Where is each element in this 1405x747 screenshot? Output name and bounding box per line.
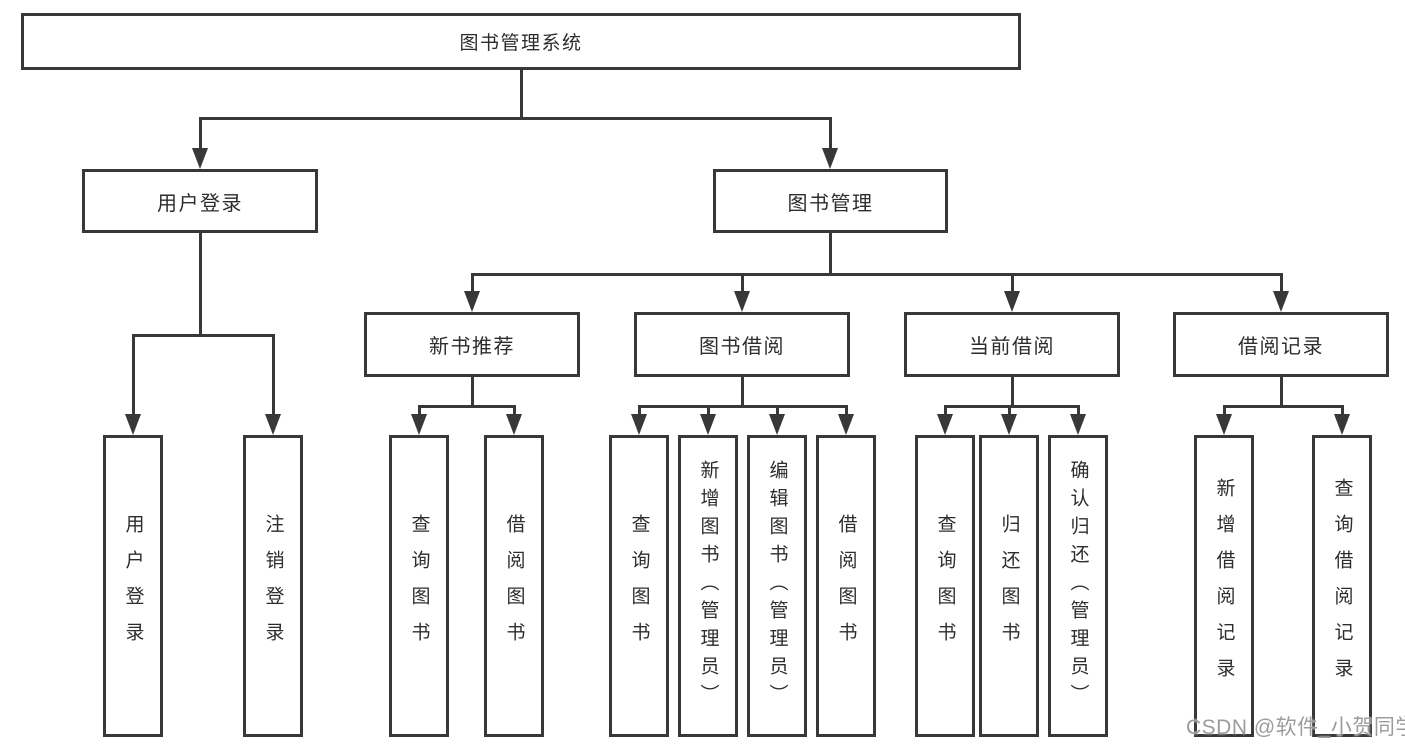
connector-records-stem	[1279, 377, 1283, 408]
leaf-add-books-admin-label: 新增图书（管理员）	[697, 460, 719, 712]
leaf-query-books-borrow-label: 查询图书	[628, 514, 650, 658]
node-current-borrow: 当前借阅	[904, 312, 1120, 377]
arrow-down-icon	[464, 291, 480, 312]
connector-bookmgmt-stem	[828, 233, 832, 276]
arrow-down-icon	[411, 414, 427, 435]
leaf-borrow-books: 借阅图书	[816, 435, 876, 737]
connector-records-drop1	[1222, 407, 1226, 417]
connector-records-drop2	[1340, 407, 1344, 417]
leaf-logout-label: 注销登录	[262, 514, 284, 658]
arrow-down-icon	[1001, 414, 1017, 435]
leaf-edit-books-admin-label: 编辑图书（管理员）	[766, 460, 788, 712]
arrow-down-icon	[1273, 291, 1289, 312]
node-book-management-label: 图书管理	[787, 192, 874, 215]
connector-userlogin-drop1	[131, 336, 135, 417]
connector-l3-drop4	[1279, 275, 1283, 295]
connector-current-drop3	[1076, 407, 1080, 417]
arrow-down-icon	[822, 148, 838, 169]
arrow-down-icon	[1334, 414, 1350, 435]
connector-l3-drop1	[470, 275, 474, 295]
node-root: 图书管理系统	[21, 13, 1021, 70]
arrow-down-icon	[506, 414, 522, 435]
connector-recommend-drop1	[417, 407, 421, 417]
node-current-borrow-label: 当前借阅	[969, 336, 1055, 358]
connector-current-stem	[1010, 377, 1014, 408]
node-new-book-recommend: 新书推荐	[364, 312, 580, 377]
arrow-down-icon	[631, 414, 647, 435]
arrow-down-icon	[838, 414, 854, 435]
connector-records-hline	[1222, 405, 1344, 408]
arrow-down-icon	[1216, 414, 1232, 435]
connector-borrow-stem	[740, 377, 744, 408]
leaf-return-books-label: 归还图书	[998, 514, 1020, 658]
connector-current-hline	[943, 405, 1080, 408]
node-book-management: 图书管理	[713, 169, 948, 233]
connector-userlogin-hline	[131, 334, 275, 337]
node-user-login: 用户登录	[82, 169, 318, 233]
leaf-query-books-recommend: 查询图书	[389, 435, 449, 737]
leaf-edit-books-admin: 编辑图书（管理员）	[747, 435, 807, 737]
connector-borrow-drop1	[637, 407, 641, 417]
node-book-borrow: 图书借阅	[634, 312, 850, 377]
connector-borrow-hline	[637, 405, 848, 408]
leaf-query-books-current-label: 查询图书	[934, 514, 956, 658]
node-user-login-label: 用户登录	[157, 192, 243, 215]
csdn-watermark: CSDN @软件_小贺同学	[1186, 716, 1405, 739]
leaf-borrow-books-recommend-label: 借阅图书	[503, 514, 525, 658]
connector-recommend-stem	[470, 377, 474, 408]
leaf-borrow-books-recommend: 借阅图书	[484, 435, 544, 737]
leaf-confirm-return-admin-label: 确认归还（管理员）	[1067, 460, 1089, 712]
leaf-borrow-books-label: 借阅图书	[835, 514, 857, 658]
connector-l3-drop2	[740, 275, 744, 295]
arrow-down-icon	[1004, 291, 1020, 312]
node-new-book-recommend-label: 新书推荐	[429, 336, 515, 358]
node-borrow-records-label: 借阅记录	[1238, 336, 1324, 358]
leaf-logout: 注销登录	[243, 435, 303, 737]
connector-current-drop1	[943, 407, 947, 417]
connector-l3-drop3	[1010, 275, 1014, 295]
node-borrow-records: 借阅记录	[1173, 312, 1389, 377]
leaf-query-books-current: 查询图书	[915, 435, 975, 737]
connector-recommend-hline	[417, 405, 516, 408]
arrow-down-icon	[125, 414, 141, 435]
connector-current-drop2	[1007, 407, 1011, 417]
connector-borrow-drop3	[775, 407, 779, 417]
connector-root-drop-right	[828, 119, 832, 151]
connector-root-drop-left	[198, 119, 202, 151]
leaf-add-books-admin: 新增图书（管理员）	[678, 435, 738, 737]
connector-recommend-drop2	[512, 407, 516, 417]
arrow-down-icon	[734, 291, 750, 312]
arrow-down-icon	[769, 414, 785, 435]
node-root-label: 图书管理系统	[459, 33, 583, 54]
connector-root-stem	[519, 69, 523, 119]
connector-userlogin-drop2	[271, 336, 275, 417]
connector-bookmgmt-hline	[470, 273, 1283, 276]
connector-borrow-drop2	[706, 407, 710, 417]
leaf-query-books-borrow: 查询图书	[609, 435, 669, 737]
arrow-down-icon	[937, 414, 953, 435]
connector-userlogin-stem	[198, 233, 202, 336]
leaf-user-login-label: 用户登录	[122, 514, 144, 658]
connector-root-hline	[198, 117, 832, 120]
arrow-down-icon	[700, 414, 716, 435]
leaf-query-books-recommend-label: 查询图书	[408, 514, 430, 658]
leaf-add-borrow-record: 新增借阅记录	[1194, 435, 1254, 737]
leaf-return-books: 归还图书	[979, 435, 1039, 737]
connector-borrow-drop4	[844, 407, 848, 417]
arrow-down-icon	[265, 414, 281, 435]
node-book-borrow-label: 图书借阅	[699, 336, 785, 358]
leaf-add-borrow-record-label: 新增借阅记录	[1213, 478, 1235, 694]
leaf-confirm-return-admin: 确认归还（管理员）	[1048, 435, 1108, 737]
arrow-down-icon	[192, 148, 208, 169]
arrow-down-icon	[1070, 414, 1086, 435]
leaf-query-borrow-record-label: 查询借阅记录	[1331, 478, 1353, 694]
leaf-query-borrow-record: 查询借阅记录	[1312, 435, 1372, 737]
leaf-user-login: 用户登录	[103, 435, 163, 737]
